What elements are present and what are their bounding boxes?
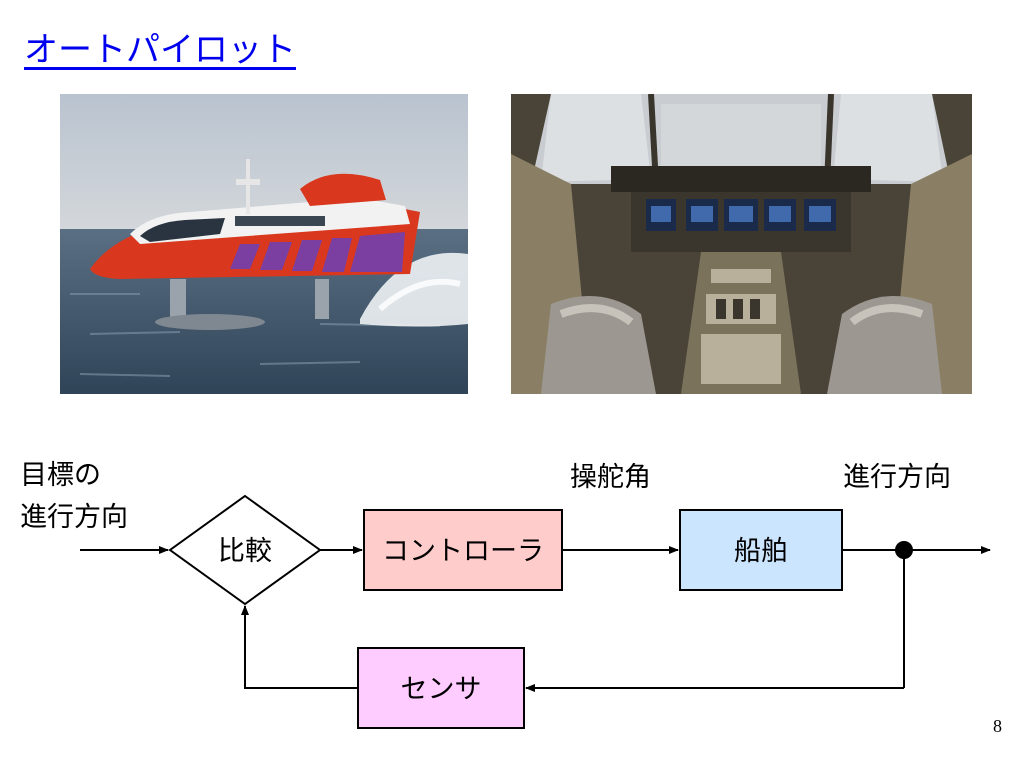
compare-label: 比較 bbox=[218, 536, 272, 567]
airplane-cockpit-photo bbox=[511, 94, 972, 394]
page-number: 8 bbox=[993, 716, 1002, 736]
controller-label: コントローラ bbox=[382, 536, 544, 567]
sensor-label: センサ bbox=[401, 674, 482, 705]
rudder-angle-label: 操舵角 bbox=[570, 462, 651, 493]
control-loop-diagram: 比較 コントローラ 船舶 センサ bbox=[80, 494, 991, 729]
compare-block bbox=[168, 494, 322, 606]
ship-label: 船舶 bbox=[734, 536, 788, 567]
controller-block bbox=[363, 509, 563, 591]
sensor-block bbox=[357, 647, 525, 729]
target-heading-label-line2: 進行方向 bbox=[20, 502, 128, 533]
sensor-to-compare-arrow bbox=[241, 605, 358, 689]
heading-output-label: 進行方向 bbox=[843, 462, 951, 493]
hydrofoil-boat-photo bbox=[60, 94, 468, 394]
slide-title[interactable]: オートパイロット bbox=[24, 30, 296, 70]
target-heading-label-line1: 目標の bbox=[20, 460, 101, 491]
